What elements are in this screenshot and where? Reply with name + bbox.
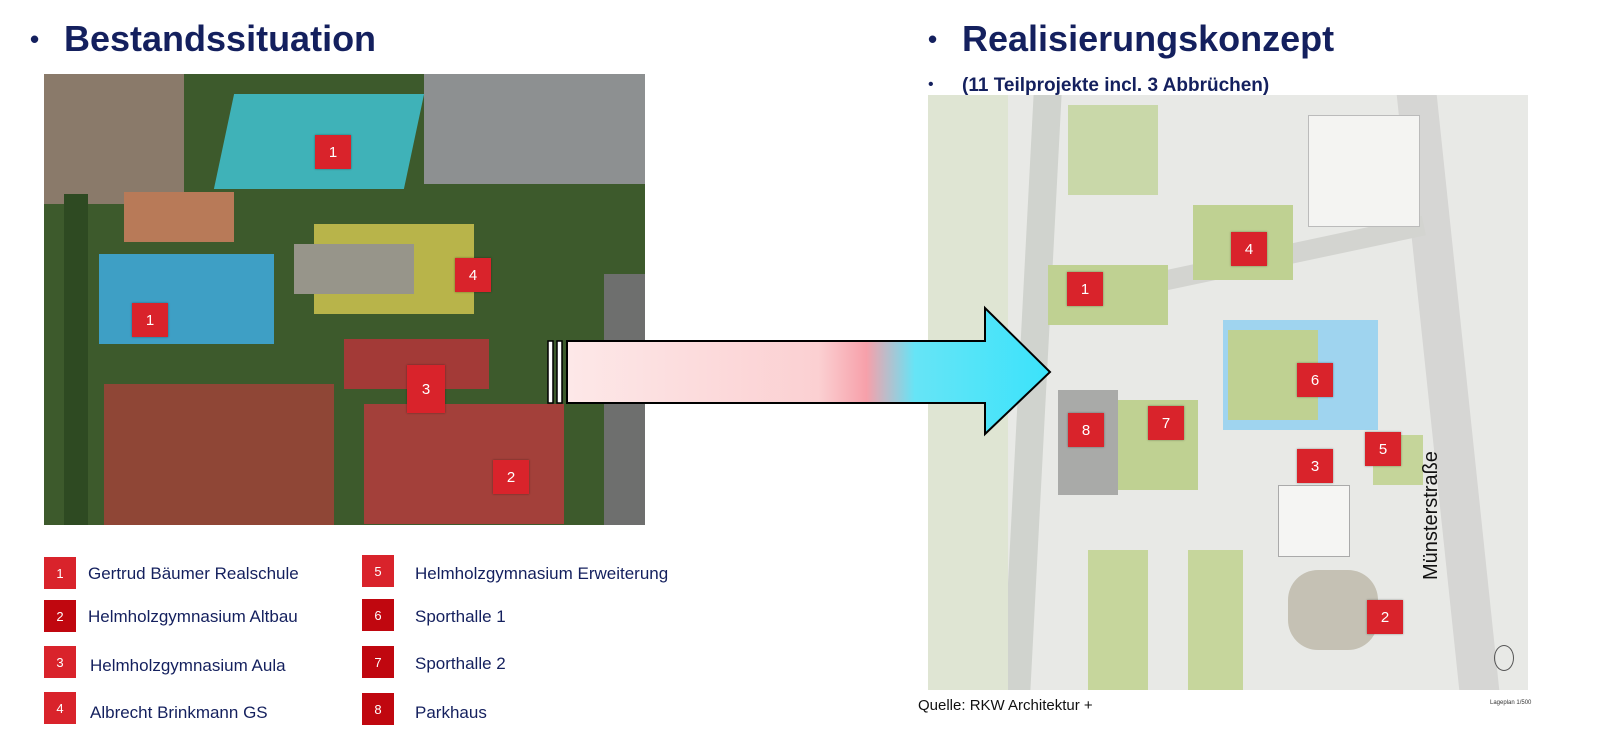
legend-label: Albrecht Brinkmann GS <box>90 703 268 722</box>
legend-num: 2 <box>44 600 76 632</box>
legend-num: 6 <box>362 599 394 631</box>
right-subtitle: (11 Teilprojekte incl. 3 Abbrüchen) <box>962 75 1270 96</box>
legend-num: 7 <box>362 646 394 678</box>
north-arrow-icon <box>1494 645 1514 671</box>
legend-num: 5 <box>362 555 394 587</box>
source-caption: Quelle: RKW Architektur + <box>918 697 1093 714</box>
legend-label: Gertrud Bäumer Realschule <box>88 564 299 583</box>
left-title: Bestandssituation <box>64 18 377 59</box>
legend-num: 3 <box>44 646 76 678</box>
plan-marker-3: 3 <box>1297 449 1333 483</box>
legend-label: Parkhaus <box>415 703 487 722</box>
aerial-marker-2: 2 <box>493 460 529 494</box>
plan-marker-2: 2 <box>1367 600 1403 634</box>
plan-marker-1: 1 <box>1067 272 1103 306</box>
plan-marker-8: 8 <box>1068 413 1104 447</box>
legend-num: 4 <box>44 692 76 724</box>
title-bullet: • <box>30 24 40 54</box>
legend-label: Helmholzgymnasium Erweiterung <box>415 564 669 583</box>
plan-marker-5: 5 <box>1365 432 1401 466</box>
aerial-marker-1b: 1 <box>132 303 168 337</box>
legend-num: 1 <box>44 557 76 589</box>
aerial-marker-1: 1 <box>315 135 351 169</box>
sub-bullet: • <box>928 76 934 93</box>
plan-marker-4: 4 <box>1231 232 1267 266</box>
legend-num: 8 <box>362 693 394 725</box>
legend-label: Sporthalle 1 <box>415 607 506 626</box>
right-title: Realisierungskonzept <box>962 18 1335 59</box>
legend-label: Helmholzgymnasium Aula <box>90 656 286 675</box>
aerial-marker-4: 4 <box>455 258 491 292</box>
plan-scale-label: Lageplan 1/500 <box>1490 700 1532 706</box>
plan-marker-7: 7 <box>1148 406 1184 440</box>
legend-label: Sporthalle 2 <box>415 654 506 673</box>
transition-arrow-icon <box>547 305 1052 437</box>
plan-marker-6: 6 <box>1297 363 1333 397</box>
street-label: Münsterstraße <box>1420 451 1442 580</box>
aerial-marker-3: 3 <box>407 365 445 413</box>
title-bullet: • <box>928 24 938 54</box>
legend-label: Helmholzgymnasium Altbau <box>88 607 298 626</box>
